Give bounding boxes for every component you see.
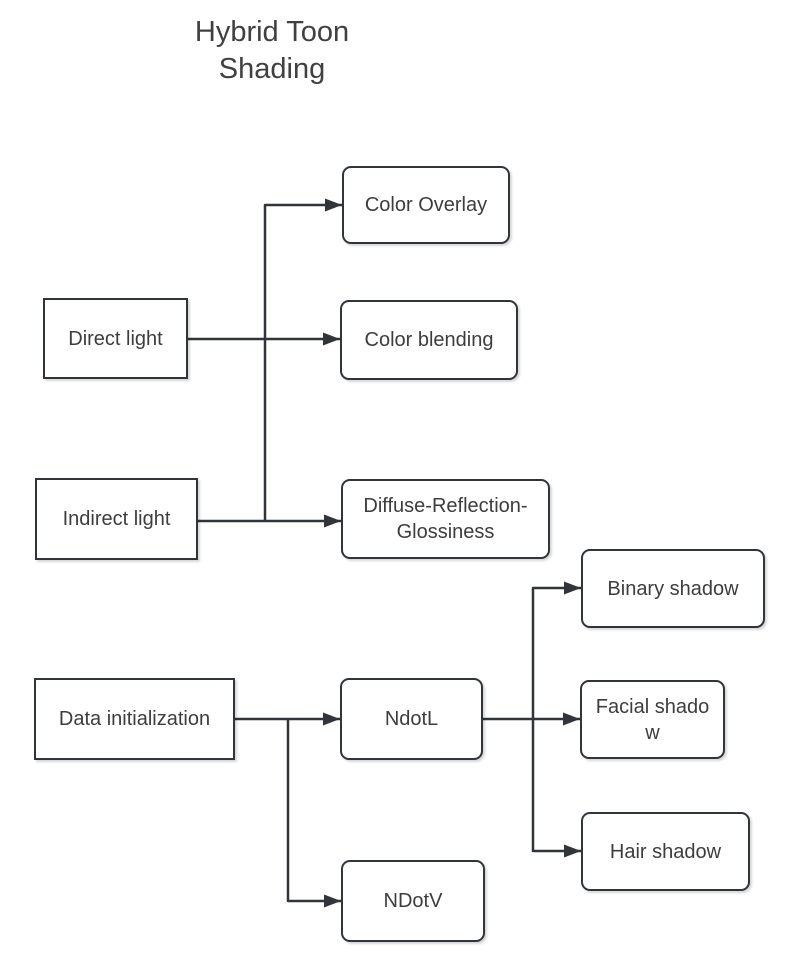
edge-data-initialization-to-ndotv xyxy=(286,719,341,908)
edge-ndotl-to-binary-shadow xyxy=(531,581,581,719)
node-facial-shadow: Facial shado w xyxy=(580,680,725,759)
node-hair-shadow: Hair shadow xyxy=(581,812,750,891)
node-ndotv: NDotV xyxy=(341,860,485,942)
node-indirect-light: Indirect light xyxy=(35,478,198,560)
node-data-initialization: Data initialization xyxy=(34,678,235,760)
edge-indirect-light-to-color-overlay xyxy=(263,198,342,521)
node-binary-shadow: Binary shadow xyxy=(581,549,765,628)
edge-ndotl-to-hair-shadow xyxy=(531,719,581,858)
node-color-blending: Color blending xyxy=(340,300,518,380)
node-ndotl: NdotL xyxy=(340,678,483,760)
node-direct-light: Direct light xyxy=(43,298,188,379)
diagram-title: Hybrid Toon Shading xyxy=(194,16,350,85)
node-diffuse-reflection-glossiness: Diffuse-Reflection- Glossiness xyxy=(341,479,550,559)
node-color-overlay: Color Overlay xyxy=(342,166,510,244)
